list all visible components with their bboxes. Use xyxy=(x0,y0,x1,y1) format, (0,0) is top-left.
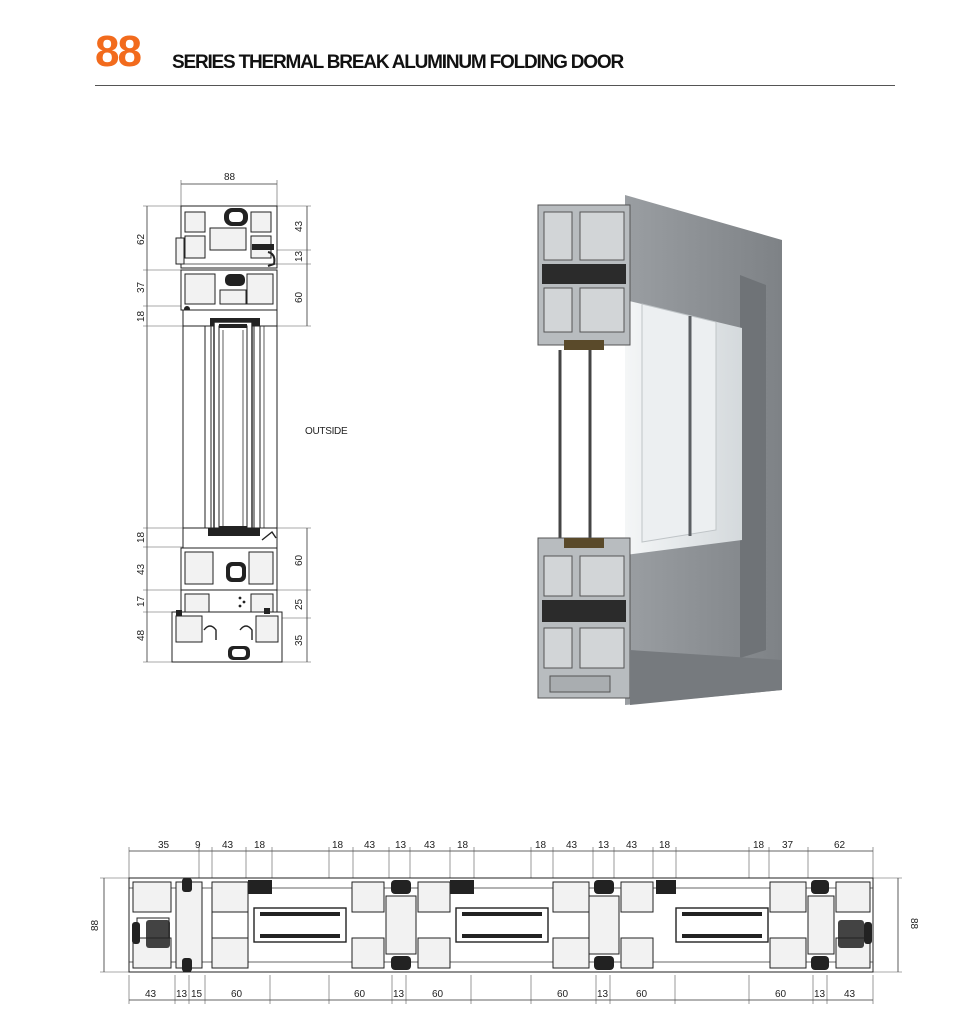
section-lower-sash-profile xyxy=(180,527,278,591)
plan-bottom-dim-labels: 43 13 15 60 60 13 60 60 13 60 60 13 43 xyxy=(145,989,856,1000)
plan-dim-bottom-60e: 60 xyxy=(636,989,648,1000)
plan-dim-bottom-43b: 43 xyxy=(844,989,856,1000)
plan-dim-top-43d: 43 xyxy=(566,840,578,851)
plan-profile-assembly xyxy=(128,877,874,973)
plan-dim-bottom-60a: 60 xyxy=(231,989,243,1000)
dim-left-17: 17 xyxy=(136,595,147,607)
dim-right-25: 25 xyxy=(294,598,305,610)
plan-top-dim-labels: 35 9 43 18 18 43 13 43 18 18 43 13 43 18… xyxy=(158,840,846,851)
plan-dim-bottom-13c: 13 xyxy=(597,989,609,1000)
plan-dim-bottom-13d: 13 xyxy=(814,989,826,1000)
plan-dim-top-43a: 43 xyxy=(222,840,234,851)
plan-dim-bottom-60b: 60 xyxy=(354,989,366,1000)
plan-dim-bottom-60c: 60 xyxy=(432,989,444,1000)
dim-right-60a: 60 xyxy=(294,291,305,303)
plan-dim-bottom-13a: 13 xyxy=(176,989,188,1000)
page-header: 88 SERIES THERMAL BREAK ALUMINUM FOLDING… xyxy=(95,28,895,86)
header-rule xyxy=(95,85,895,86)
plan-dim-top-13b: 13 xyxy=(598,840,610,851)
plan-dim-top-18d: 18 xyxy=(535,840,547,851)
section-left-dimensions: 62 37 18 18 43 17 48 xyxy=(136,205,185,663)
plan-dim-right-88: 88 xyxy=(908,918,919,930)
section-top-dimension: 88 xyxy=(180,172,278,210)
dim-top-88: 88 xyxy=(224,172,236,183)
plan-dim-top-18a: 18 xyxy=(254,840,266,851)
dim-left-37: 37 xyxy=(136,281,147,293)
dim-right-43: 43 xyxy=(294,220,305,232)
plan-dim-top-62: 62 xyxy=(834,840,846,851)
dim-left-18b: 18 xyxy=(136,531,147,543)
section-top-frame-profile xyxy=(175,205,278,269)
plan-side-dimensions: 88 88 xyxy=(90,877,919,973)
plan-top-dim-ticks xyxy=(128,847,874,880)
plan-dim-top-43b: 43 xyxy=(364,840,376,851)
render-section-end xyxy=(537,204,631,699)
dim-right-60b: 60 xyxy=(294,554,305,566)
plan-dim-top-18f: 18 xyxy=(753,840,765,851)
dim-right-35: 35 xyxy=(294,634,305,646)
plan-dim-top-43e: 43 xyxy=(626,840,638,851)
outside-label: OUTSIDE xyxy=(305,426,348,437)
plan-dim-bottom-13b: 13 xyxy=(393,989,405,1000)
section-upper-sash-profile xyxy=(180,269,278,329)
page-title: SERIES THERMAL BREAK ALUMINUM FOLDING DO… xyxy=(172,52,624,73)
plan-dim-left-88: 88 xyxy=(90,919,101,931)
plan-dim-top-43c: 43 xyxy=(424,840,436,851)
series-number: 88 xyxy=(95,27,142,76)
dim-left-18a: 18 xyxy=(136,310,147,322)
plan-dim-top-18c: 18 xyxy=(457,840,469,851)
plan-dim-top-13a: 13 xyxy=(395,840,407,851)
plan-dim-bottom-43a: 43 xyxy=(145,989,157,1000)
plan-dim-bottom-15: 15 xyxy=(191,989,203,1000)
dim-left-43: 43 xyxy=(136,563,147,575)
plan-dim-top-35: 35 xyxy=(158,840,170,851)
plan-dim-top-37: 37 xyxy=(782,840,794,851)
plan-dim-bottom-60d: 60 xyxy=(557,989,569,1000)
plan-bottom-dim-ticks xyxy=(128,975,874,1004)
plan-dim-bottom-60f: 60 xyxy=(775,989,787,1000)
dim-left-62: 62 xyxy=(136,233,147,245)
plan-dim-top-9: 9 xyxy=(195,840,201,851)
dim-right-13: 13 xyxy=(294,250,305,262)
plan-dim-top-18e: 18 xyxy=(659,840,671,851)
dim-left-48: 48 xyxy=(136,629,147,641)
render-frame-inner-edge xyxy=(740,275,766,658)
plan-dim-top-18b: 18 xyxy=(332,840,344,851)
profile-render-image xyxy=(537,195,782,705)
section-bottom-frame-profile xyxy=(171,589,283,663)
